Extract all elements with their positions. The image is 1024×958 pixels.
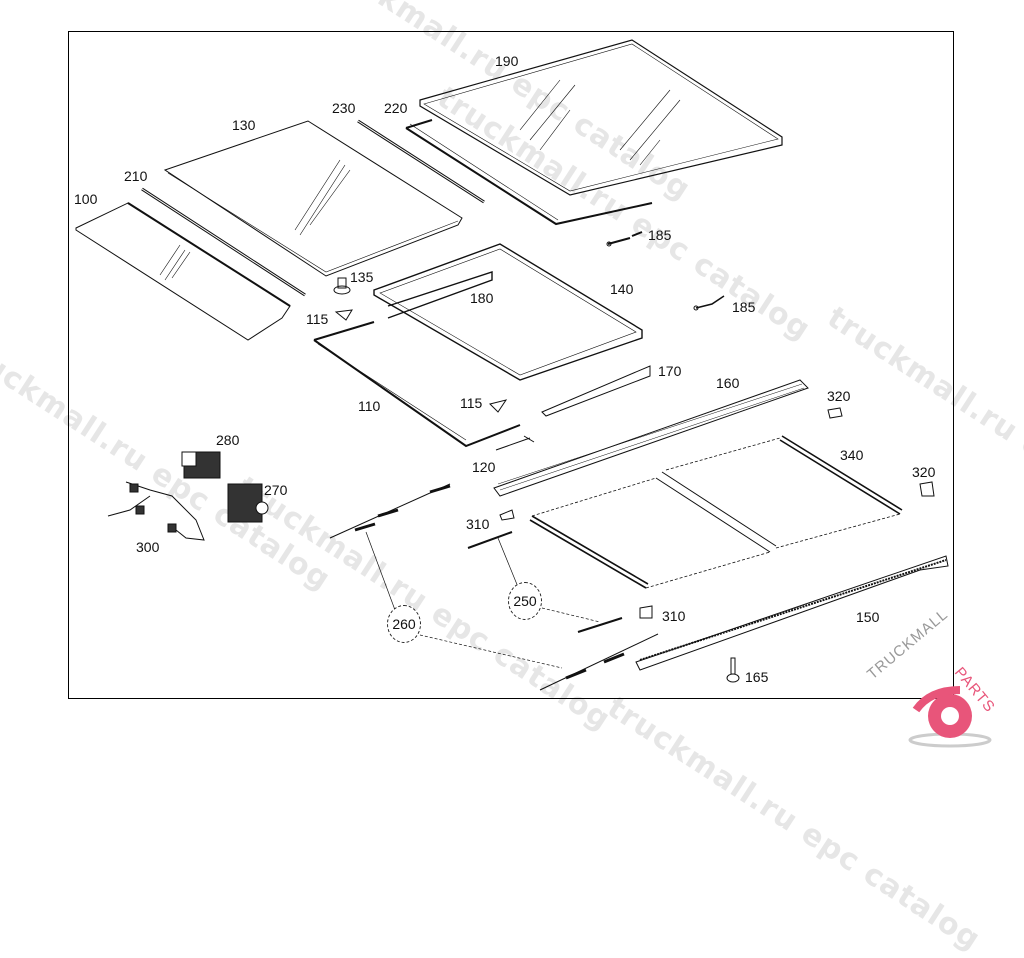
callout-230[interactable]: 230 [332, 100, 356, 116]
callout-185[interactable]: 185 [648, 227, 672, 243]
parts-drawing [75, 39, 949, 691]
callout-280[interactable]: 280 [216, 432, 240, 448]
part-250-cable[interactable] [467, 531, 623, 633]
part-340-sunshade[interactable] [529, 435, 903, 589]
callout-320[interactable]: 320 [912, 464, 936, 480]
callout-135[interactable]: 135 [350, 269, 374, 285]
part-270-motor[interactable] [227, 483, 269, 523]
part-185-link[interactable] [693, 295, 725, 311]
diagram-frame [68, 31, 954, 699]
callout-270[interactable]: 270 [264, 482, 288, 498]
part-320-clip[interactable] [919, 481, 935, 497]
callout-115[interactable]: 115 [460, 395, 483, 411]
part-115-clip[interactable] [334, 309, 353, 321]
callout-300[interactable]: 300 [136, 539, 160, 555]
callout-210[interactable]: 210 [124, 168, 148, 184]
part-260-cable[interactable] [329, 483, 659, 691]
callout-165[interactable]: 165 [745, 669, 769, 685]
group-callout-250[interactable]: 250 [508, 582, 542, 620]
callout-160[interactable]: 160 [716, 375, 740, 391]
callout-115[interactable]: 115 [306, 311, 329, 327]
part-300-harness[interactable] [107, 481, 205, 541]
callout-310[interactable]: 310 [466, 516, 490, 532]
part-170-rail[interactable] [541, 365, 651, 417]
callout-180[interactable]: 180 [470, 290, 494, 306]
callout-150[interactable]: 150 [856, 609, 880, 625]
part-320-clip[interactable] [827, 407, 843, 419]
part-310-clip[interactable] [639, 605, 653, 619]
callout-110[interactable]: 110 [358, 398, 381, 414]
callout-340[interactable]: 340 [840, 447, 864, 463]
part-140-frame[interactable] [373, 243, 643, 381]
callout-100[interactable]: 100 [74, 191, 98, 207]
part-150-rail[interactable] [635, 555, 949, 671]
callout-320[interactable]: 320 [827, 388, 851, 404]
part-185-link[interactable] [606, 231, 643, 247]
part-165-screw[interactable] [726, 657, 740, 683]
part-210-strip[interactable] [141, 187, 306, 297]
callout-185[interactable]: 185 [732, 299, 756, 315]
part-280-motor[interactable] [181, 451, 221, 479]
part-180-strip[interactable] [387, 271, 493, 319]
part-100-glass-panel[interactable] [75, 202, 291, 341]
part-110-frame[interactable] [313, 321, 521, 448]
callout-220[interactable]: 220 [384, 100, 408, 116]
part-130-glass-panel[interactable] [163, 120, 463, 277]
part-160-rail[interactable] [493, 379, 809, 497]
part-310-clip[interactable] [499, 509, 515, 521]
callout-310[interactable]: 310 [662, 608, 686, 624]
part-230-strip[interactable] [357, 119, 485, 204]
part-190-glass-panel[interactable] [419, 39, 783, 196]
part-135-fastener[interactable] [333, 277, 351, 295]
callout-120[interactable]: 120 [472, 459, 496, 475]
callout-170[interactable]: 170 [658, 363, 682, 379]
callout-130[interactable]: 130 [232, 117, 256, 133]
part-115-clip[interactable] [489, 399, 508, 413]
truckmall-parts-logo: TRUCKMALL PARTS [860, 606, 1024, 750]
part-220-seal[interactable] [405, 119, 653, 226]
part-120-spring[interactable] [495, 435, 535, 451]
callout-140[interactable]: 140 [610, 281, 634, 297]
group-callout-260[interactable]: 260 [387, 605, 421, 643]
gear-logo-icon [908, 686, 992, 748]
callout-190[interactable]: 190 [495, 53, 519, 69]
